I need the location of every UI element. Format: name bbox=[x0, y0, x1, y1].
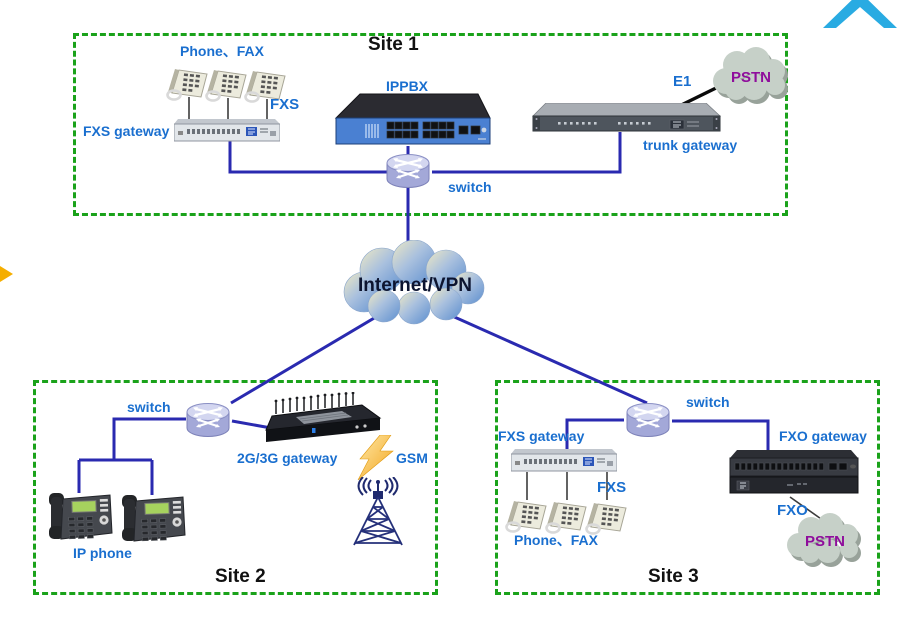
site2-gsm-label: GSM bbox=[396, 450, 428, 466]
switch-icon bbox=[626, 403, 670, 437]
site1-phone-fax-label: Phone、FAX bbox=[180, 43, 265, 59]
site3-phone-fax-label: Phone、FAX bbox=[514, 532, 599, 548]
gsm-gateway-device-icon bbox=[265, 392, 382, 442]
trunk-gateway-device-icon bbox=[532, 103, 722, 132]
analog-phone-icon bbox=[545, 502, 587, 534]
site1-pstn-label: PSTN bbox=[731, 69, 771, 86]
site3-switch-label: switch bbox=[686, 394, 730, 410]
site3-fxs-gateway-label: FXS gateway bbox=[498, 428, 585, 444]
analog-phone-icon bbox=[505, 501, 547, 533]
site3-border bbox=[495, 380, 880, 595]
site3-fxs-label: FXS bbox=[597, 479, 627, 496]
fxo-gateway-device-icon bbox=[729, 450, 859, 494]
site2-gateway-label: 2G/3G gateway bbox=[237, 450, 338, 466]
internet-cloud-icon: Internet/VPN bbox=[343, 240, 485, 325]
site2-border bbox=[33, 380, 438, 595]
analog-phone-icon bbox=[205, 70, 247, 102]
analog-phone-icon bbox=[585, 503, 627, 535]
site3-pstn-label: PSTN bbox=[805, 533, 845, 550]
site2-switch-label: switch bbox=[127, 399, 171, 415]
site1-trunk-gateway-label: trunk gateway bbox=[643, 137, 738, 153]
site1-fxs-label: FXS bbox=[270, 96, 300, 113]
site2-title: Site 2 bbox=[215, 566, 266, 587]
site1-ippbx-label: IPPBX bbox=[386, 78, 429, 94]
site1-title: Site 1 bbox=[368, 34, 419, 55]
ip-phone-icon bbox=[49, 493, 113, 540]
switch-icon bbox=[186, 403, 230, 437]
fxs-gateway-device-icon bbox=[511, 449, 617, 472]
site3-fxo-label: FXO bbox=[777, 502, 808, 519]
ip-phone-icon bbox=[122, 495, 186, 542]
switch-icon bbox=[386, 154, 430, 188]
lightning-icon bbox=[357, 435, 394, 481]
site3-fxo-gateway-label: FXO gateway bbox=[779, 428, 867, 444]
gsm-tower-icon bbox=[353, 477, 403, 546]
pstn-cloud-icon: PSTN bbox=[713, 47, 788, 104]
fxs-gateway-device-icon bbox=[174, 119, 280, 142]
site1-e1-label: E1 bbox=[673, 73, 692, 90]
yellow-arrow-icon bbox=[0, 266, 13, 282]
site1-switch-label: switch bbox=[448, 179, 492, 195]
site1-border bbox=[73, 33, 788, 216]
site1-fxs-gateway-label: FXS gateway bbox=[83, 123, 170, 139]
analog-phone-icon bbox=[166, 69, 208, 101]
internet-vpn-label: Internet/VPN bbox=[358, 275, 472, 296]
ippbx-device-icon bbox=[334, 93, 491, 145]
ribbon-icon bbox=[823, 0, 897, 28]
pstn-cloud-icon: PSTN bbox=[787, 513, 861, 567]
analog-phone-icon bbox=[244, 71, 286, 103]
site2-ip-phone-label: IP phone bbox=[73, 545, 132, 561]
site3-title: Site 3 bbox=[648, 566, 699, 587]
